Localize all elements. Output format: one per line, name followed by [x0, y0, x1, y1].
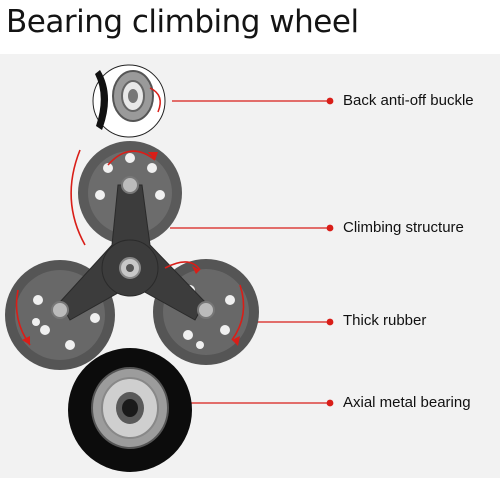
- rotation-arrows: [15, 149, 245, 346]
- bearing-inset: [68, 348, 192, 472]
- leader-dot-climbing: [326, 224, 334, 232]
- label-back-anti-off-buckle: Back anti-off buckle: [343, 92, 474, 109]
- leader-dots: [326, 97, 334, 407]
- page-title: Bearing climbing wheel: [0, 0, 500, 54]
- leader-dot-rubber: [326, 318, 334, 326]
- label-thick-rubber: Thick rubber: [343, 312, 427, 329]
- leader-dot-bearing: [326, 399, 334, 407]
- arrow-heads: [22, 152, 240, 346]
- label-climbing-structure: Climbing structure: [343, 219, 464, 236]
- climbing-wheel-assembly: [5, 141, 259, 370]
- label-axial-metal-bearing: Axial metal bearing: [343, 394, 471, 411]
- leader-dot-back-buckle: [326, 97, 334, 105]
- axle-hubs: [51, 176, 215, 319]
- buckle-inset: [92, 64, 166, 138]
